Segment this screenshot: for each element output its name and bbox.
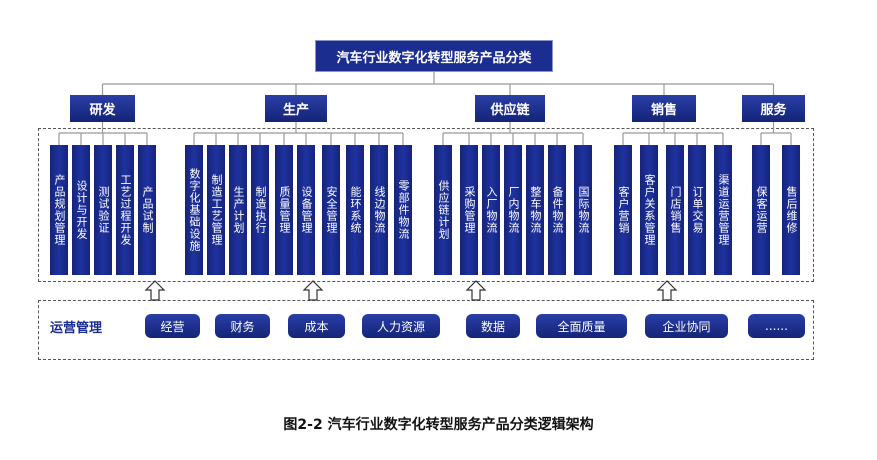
category-item-label: 售后维修 [785, 186, 798, 234]
category-item-label: 质量管理 [278, 186, 291, 234]
category-item-label: 能环系统 [349, 186, 362, 234]
category-item: 设备管理 [297, 145, 315, 275]
category-item: 产品规划管理 [50, 145, 68, 275]
diagram-title: 汽车行业数字化转型服务产品分类 [315, 40, 553, 72]
category-item: 售后维修 [782, 145, 800, 275]
category-item: 备件物流 [548, 145, 566, 275]
category-item-label: 设计与开发 [75, 180, 88, 240]
category-item-label: 保客运营 [755, 186, 768, 234]
operations-label: 运营管理 [50, 320, 103, 336]
category-item-label: 安全管理 [325, 186, 338, 234]
category-item: 采购管理 [460, 145, 478, 275]
category-item-label: 整车物流 [529, 186, 542, 234]
category-item-label: 入厂物流 [485, 186, 498, 234]
category-item: 供应链计划 [434, 145, 452, 275]
operations-item: 企业协同 [645, 314, 728, 338]
category-item: 零部件物流 [394, 145, 412, 275]
category-item-label: 订单交易 [691, 186, 704, 234]
category-item: 入厂物流 [482, 145, 500, 275]
category-item-label: 国际物流 [577, 186, 590, 234]
category-item-label: 工艺过程开发 [119, 174, 132, 246]
operations-item: 财务 [215, 314, 270, 338]
up-arrow-icon [144, 280, 166, 301]
category-item: 整车物流 [526, 145, 544, 275]
category-item-label: 供应链计划 [437, 180, 450, 240]
category-item: 渠道运营管理 [714, 145, 732, 275]
group-header-4: 服务 [742, 95, 805, 122]
category-item: 工艺过程开发 [116, 145, 134, 275]
group-header-1: 生产 [265, 95, 327, 122]
group-header-3: 销售 [632, 95, 696, 122]
operations-item: 全面质量 [536, 314, 627, 338]
category-item-label: 产品规划管理 [53, 174, 66, 246]
category-item-label: 数字化基础设施 [188, 168, 201, 252]
category-item-label: 门店销售 [669, 186, 682, 234]
category-item: 客户营销 [614, 145, 632, 275]
category-item: 测试验证 [94, 145, 112, 275]
up-arrow-icon [302, 280, 324, 301]
category-item: 厂内物流 [504, 145, 522, 275]
operations-item: 成本 [288, 314, 345, 338]
up-arrow-icon [656, 280, 678, 301]
category-item: 数字化基础设施 [185, 145, 203, 275]
category-item: 安全管理 [322, 145, 340, 275]
group-header-2: 供应链 [475, 95, 545, 122]
category-item-label: 测试验证 [97, 186, 110, 234]
group-header-0: 研发 [70, 95, 135, 122]
category-item-label: 备件物流 [551, 186, 564, 234]
category-item-label: 产品试制 [141, 186, 154, 234]
category-item-label: 采购管理 [463, 186, 476, 234]
category-item: 生产计划 [229, 145, 247, 275]
category-item: 客户关系管理 [640, 145, 658, 275]
operations-item: 人力资源 [362, 314, 440, 338]
business-area-box [38, 128, 814, 282]
category-item: 制造工艺管理 [207, 145, 225, 275]
category-item-label: 渠道运营管理 [717, 174, 730, 246]
category-item-label: 客户关系管理 [643, 174, 656, 246]
category-item: 保客运营 [752, 145, 770, 275]
category-item-label: 客户营销 [617, 186, 630, 234]
category-item-label: 线边物流 [373, 186, 386, 234]
category-item-label: 制造执行 [254, 186, 267, 234]
category-item-label: 制造工艺管理 [210, 174, 223, 246]
category-item: 设计与开发 [72, 145, 90, 275]
category-item: 国际物流 [574, 145, 592, 275]
figure-caption: 图2-2 汽车行业数字化转型服务产品分类逻辑架构 [283, 417, 594, 433]
category-item-label: 零部件物流 [397, 180, 410, 240]
category-item: 门店销售 [666, 145, 684, 275]
category-item: 质量管理 [275, 145, 293, 275]
operations-item: 经营 [145, 314, 200, 338]
category-item: 制造执行 [251, 145, 269, 275]
up-arrow-icon [465, 280, 487, 301]
operations-item: ...... [748, 314, 805, 338]
category-item-label: 厂内物流 [507, 186, 520, 234]
category-item: 能环系统 [346, 145, 364, 275]
category-item: 产品试制 [138, 145, 156, 275]
category-item: 线边物流 [370, 145, 388, 275]
operations-box [38, 300, 814, 360]
category-item-label: 生产计划 [232, 186, 245, 234]
category-item: 订单交易 [688, 145, 706, 275]
operations-item: 数据 [466, 314, 520, 338]
category-item-label: 设备管理 [300, 186, 313, 234]
